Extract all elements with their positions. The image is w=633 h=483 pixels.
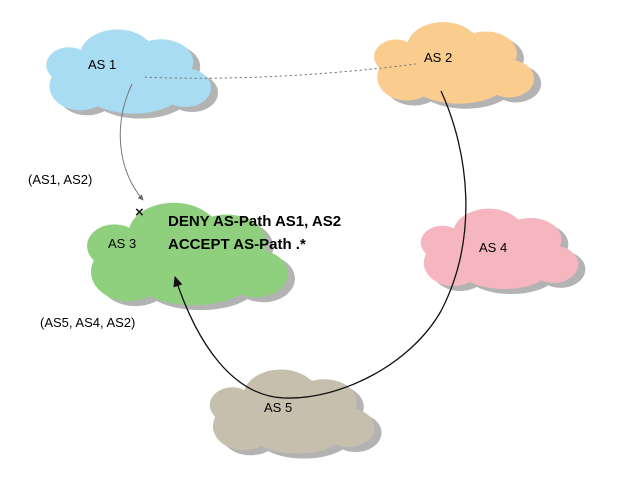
reject-x-icon: × [135,204,144,221]
accepted-as-path-label: (AS5, AS4, AS2) [40,315,136,330]
rejected-as-path-label: (AS1, AS2) [28,172,93,187]
as1-cloud [46,29,218,119]
as2-cloud [374,22,542,109]
route-as2-to-as1-dotted-line [141,63,417,79]
as1-label: AS 1 [88,57,117,72]
as2-cloud-shape [374,22,535,104]
policy-deny-line: DENY AS-Path AS1, AS2 [168,213,342,230]
as4-label: AS 4 [479,240,508,255]
route-as1-to-as3-rejected-arrow [119,83,144,201]
route-as2-as5-to-as3-accepted-arrow [173,90,467,399]
filter-policy-text: DENY AS-Path AS1, AS2 ACCEPT AS-Path .* [168,210,341,256]
as3-label: AS 3 [108,236,137,251]
as2-label: AS 2 [424,50,453,65]
as5-label: AS 5 [264,400,293,415]
as1-cloud-shape [46,29,211,114]
policy-accept-line: ACCEPT AS-Path .* [168,236,306,253]
